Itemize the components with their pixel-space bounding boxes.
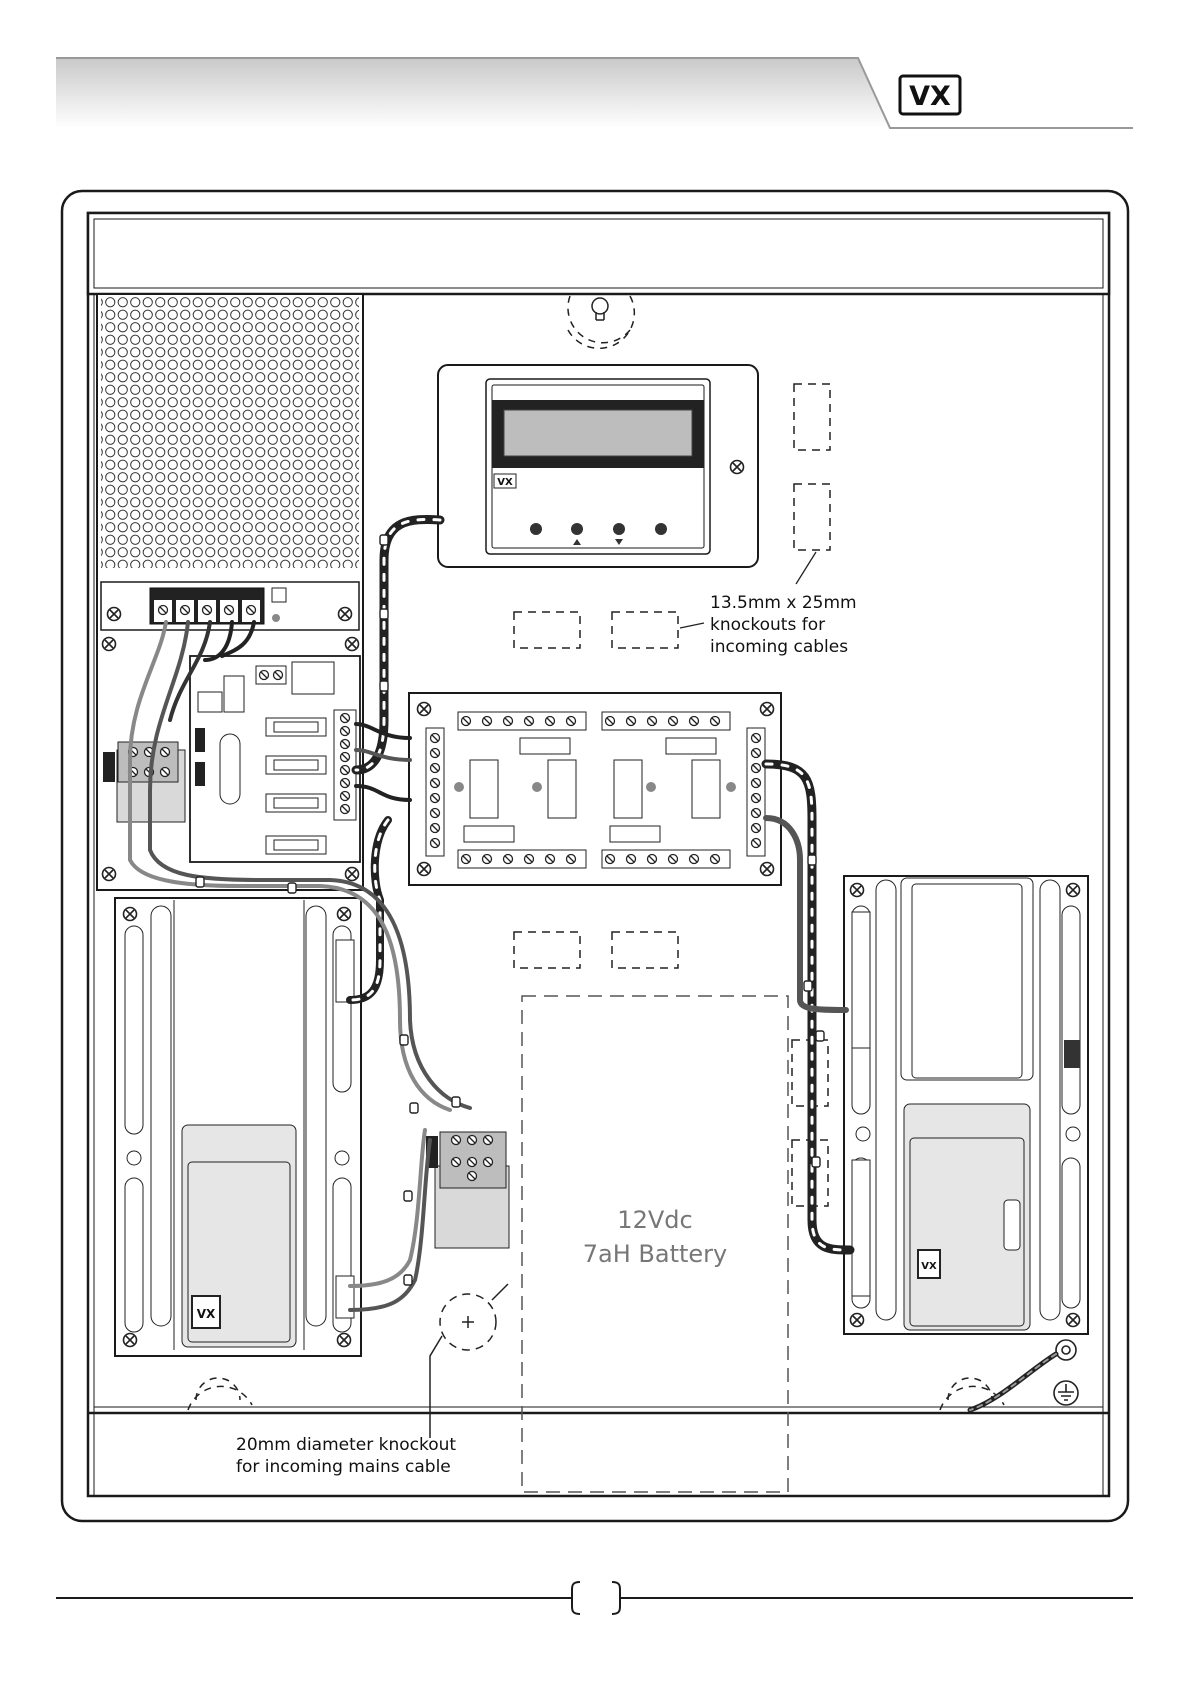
- relay-board: [409, 693, 781, 885]
- svg-text:VX: VX: [197, 1307, 216, 1321]
- page-footer: [56, 1582, 1133, 1614]
- controller-module: VX: [844, 876, 1088, 1334]
- mains-module: VX: [115, 898, 361, 1356]
- page-header: [56, 58, 1133, 128]
- svg-text:VX: VX: [921, 1261, 937, 1272]
- logo-text: VX: [909, 81, 951, 112]
- knockout-size-label: 13.5mm x 25mm: [710, 593, 857, 613]
- lcd-keypad: VX: [438, 365, 758, 567]
- vx-logo: VX: [900, 76, 960, 114]
- knockout-purpose-label: knockouts for: [710, 615, 825, 635]
- svg-text:VX: VX: [497, 477, 513, 488]
- mains-knockout-purpose-label: for incoming mains cable: [236, 1457, 451, 1477]
- battery-capacity-label: 7aH Battery: [583, 1240, 727, 1268]
- knockout-cables-label: incoming cables: [710, 637, 848, 657]
- fuse-distribution-board: [190, 656, 360, 862]
- mains-knockout-size-label: 20mm diameter knockout: [236, 1435, 456, 1455]
- battery-voltage-label: 12Vdc: [617, 1206, 692, 1234]
